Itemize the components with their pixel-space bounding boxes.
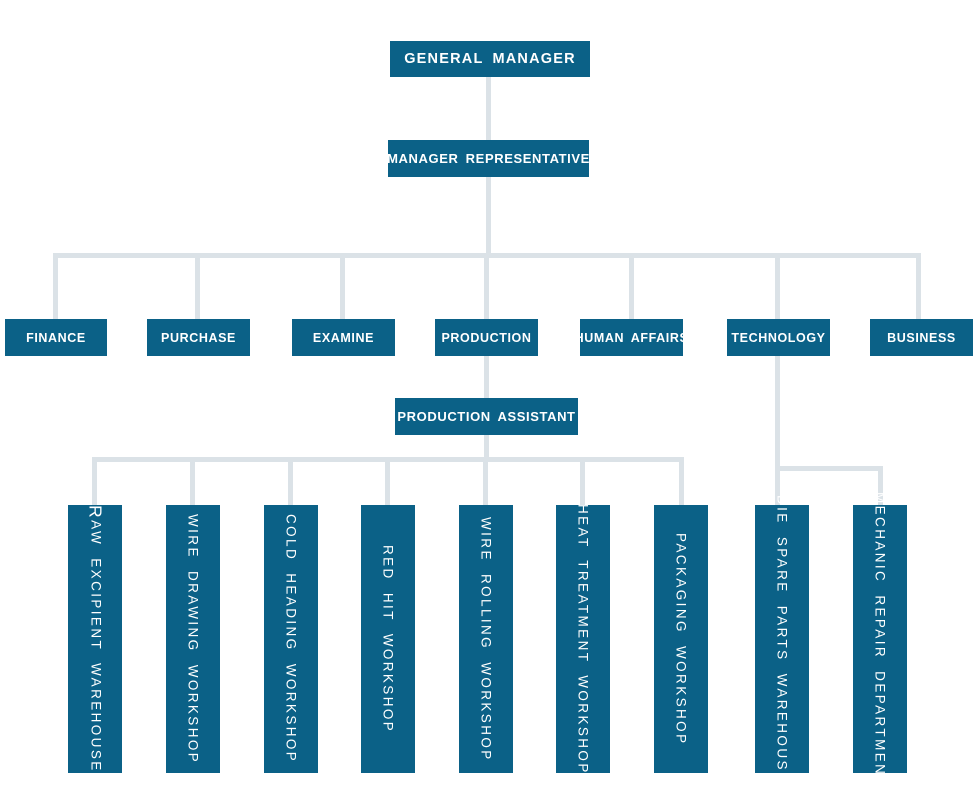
connector-drop-human-affairs — [629, 253, 634, 319]
connector-drop-packaging-workshop — [679, 457, 684, 505]
node-cold-heading-workshop: COLD HEADING WORKSHOP — [264, 505, 318, 773]
connector-drop-raw-excipient-warehouse — [92, 457, 97, 505]
node-label: RED HIT WORKSHOP — [380, 544, 396, 734]
node-production-assistant: PRODUCTION ASSISTANT — [395, 398, 578, 435]
connector-technology-bar — [775, 466, 883, 471]
node-production: PRODUCTION — [435, 319, 538, 356]
node-wire-rolling-workshop: WIRE ROLLING WORKSHOP — [459, 505, 513, 773]
node-label: HEAT TREATMENT WORKSHOP — [575, 503, 591, 775]
node-label: WIRE DRAWING WORKSHOP — [185, 513, 201, 765]
node-general-manager: GENERAL MANAGER — [390, 41, 590, 77]
node-human-affairs: HUMAN AFFAIRS — [575, 319, 688, 356]
connector-drop-examine — [340, 253, 345, 319]
node-die-spare-parts-warehouse: DIE SPARE PARTS WAREHOUSE — [755, 495, 809, 783]
connector-drop-mechanic-repair — [878, 466, 883, 505]
node-heat-treatment-workshop: HEAT TREATMENT WORKSHOP — [556, 503, 610, 775]
connector-drop-business — [916, 253, 921, 319]
connector-drop-purchase — [195, 253, 200, 319]
connector-production-to-assistant — [484, 356, 489, 398]
connector-drop-technology — [775, 253, 780, 319]
node-technology: TECHNOLOGY — [727, 319, 830, 356]
node-red-hit-workshop: RED HIT WORKSHOP — [361, 505, 415, 773]
connector-drop-wire-drawing-workshop — [190, 457, 195, 505]
node-mechanic-repair-department: MECHANIC REPAIR DEPARTMENT — [853, 492, 907, 786]
node-label: PACKAGING WORKSHOP — [673, 532, 689, 746]
connector-assistant-stem — [484, 435, 489, 462]
node-purchase: PURCHASE — [147, 319, 250, 356]
node-label: COLD HEADING WORKSHOP — [283, 514, 299, 764]
node-wire-drawing-workshop: WIRE DRAWING WORKSHOP — [166, 505, 220, 773]
node-business: BUSINESS — [870, 319, 973, 356]
connector-drop-red-hit-workshop — [385, 457, 390, 505]
node-packaging-workshop: PACKAGING WORKSHOP — [654, 505, 708, 773]
connector-drop-cold-heading-workshop — [288, 457, 293, 505]
node-label: MECHANIC REPAIR DEPARTMENT — [872, 491, 888, 787]
connector-technology-stem — [775, 356, 780, 505]
node-manager-representative: MANAGER REPRESENTATIVE — [387, 140, 589, 177]
node-examine: EXAMINE — [292, 319, 395, 356]
connector-drop-heat-treatment-workshop — [580, 457, 585, 505]
node-label: RAW EXCIPIENT WAREHOUSE — [85, 505, 106, 773]
connector-drop-finance — [53, 253, 58, 319]
node-finance: FINANCE — [5, 319, 107, 356]
connector-drop-wire-rolling-workshop — [483, 457, 488, 505]
node-raw-excipient-warehouse: RAW EXCIPIENT WAREHOUSE — [68, 505, 122, 773]
connector-drop-production — [484, 253, 489, 319]
node-label: WIRE ROLLING WORKSHOP — [478, 516, 494, 762]
node-label: DIE SPARE PARTS WAREHOUSE — [774, 494, 790, 784]
connector-mr-stem — [486, 176, 491, 258]
connector-gm-to-mr — [486, 77, 491, 140]
